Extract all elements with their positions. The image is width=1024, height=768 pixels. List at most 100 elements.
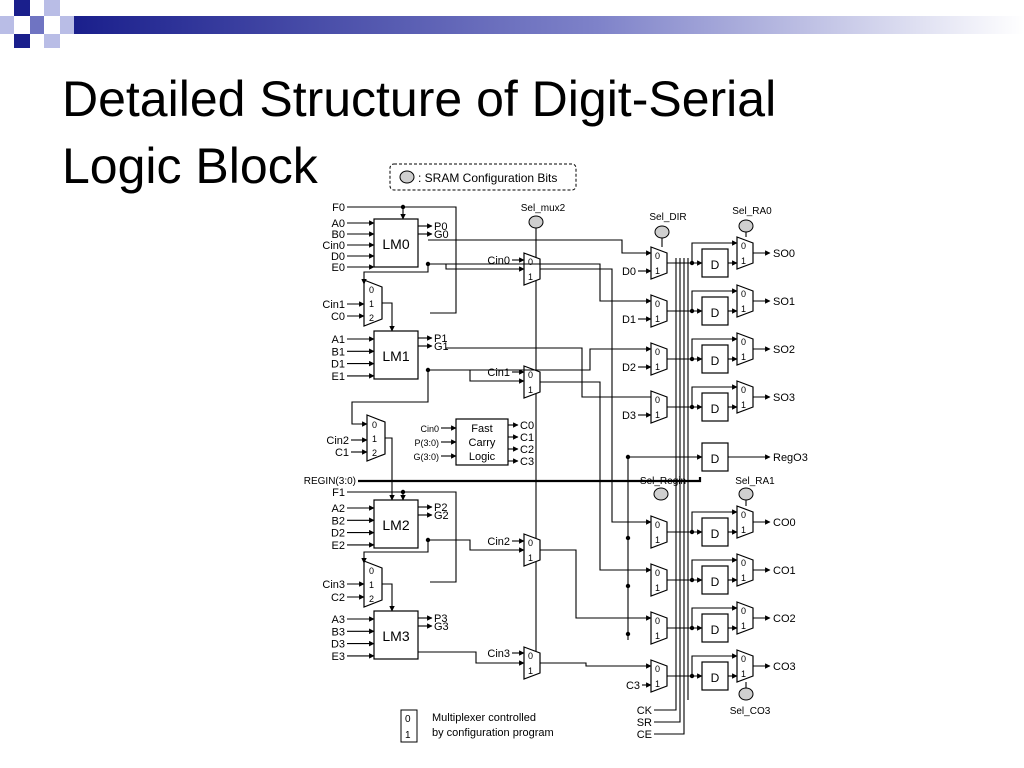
lm0b-to-dir1 — [446, 263, 652, 304]
f1-input: F1 — [332, 487, 345, 499]
dir-mux-2-port-1: 1 — [655, 362, 660, 372]
f0-junction — [400, 204, 406, 210]
reg-output-RegO3: RegO3 — [773, 452, 808, 464]
control-CE: CE — [637, 729, 652, 741]
dir-mux-7-port-1: 1 — [655, 679, 660, 689]
lm1-output-P1: P1 — [434, 333, 447, 345]
sel-ra0-label: Sel_RA0 — [732, 206, 772, 217]
bypass-3 — [691, 384, 738, 407]
logic-module-2-label: LM2 — [382, 517, 409, 533]
decor-square-1 — [14, 0, 30, 16]
register-4-label: D — [711, 527, 720, 541]
dir-mux-5-port-1: 1 — [655, 583, 660, 593]
lm2-to-mux3-3 — [361, 540, 429, 564]
out-mux-1-port-1: 1 — [741, 304, 746, 314]
sram-legend-label: : SRAM Configuration Bits — [418, 171, 557, 185]
sel-dir-label: Sel_DIR — [649, 212, 686, 223]
sel-regin-sram — [653, 487, 669, 501]
out-mux-2-port-1: 1 — [741, 352, 746, 362]
three-input-mux-2-port-2: 2 — [372, 448, 377, 458]
sel-regin-label: Sel_Regin — [640, 476, 686, 487]
out-mux-0 — [736, 236, 754, 270]
serial-output-SO1: SO1 — [773, 296, 795, 308]
lm0-input-E0: E0 — [332, 262, 345, 274]
three-input-mux-3-port-0: 0 — [369, 566, 374, 576]
out-mux-0-port-1: 1 — [741, 256, 746, 266]
decor-gradient-bar — [74, 16, 1024, 34]
out-mux-4 — [736, 505, 754, 539]
three-input-mux-3-port-2: 2 — [369, 594, 374, 604]
logic-module-3-label: LM3 — [382, 628, 409, 644]
lm3-output-P3: P3 — [434, 613, 447, 625]
out-mux-5-port-1: 1 — [741, 573, 746, 583]
regin-bus — [358, 477, 702, 483]
legend-mux-in0: 0 — [405, 714, 411, 725]
bypass-2 — [691, 336, 738, 359]
serial-output-SO3: SO3 — [773, 392, 795, 404]
lm0-output-G0: G0 — [434, 229, 449, 241]
bypass-1 — [691, 288, 738, 311]
slide-title-line-2: Logic Block — [62, 138, 318, 194]
bypass-5 — [691, 557, 738, 580]
slide-decoration — [0, 0, 1024, 48]
dir-mux-6-port-0: 0 — [655, 616, 660, 626]
three-input-mux-1-port-0: 0 — [369, 285, 374, 295]
lm0-output-P0: P0 — [434, 221, 447, 233]
sel-co3-sram — [738, 687, 754, 701]
f0-input: F0 — [332, 202, 345, 214]
lm1-to-dir2 — [470, 346, 652, 371]
carry-mux-1-port-0: 0 — [528, 370, 533, 380]
carry-output-CO0: CO0 — [773, 517, 796, 529]
carry-mux-3-port-0: 0 — [528, 651, 533, 661]
sram-legend-box — [389, 163, 577, 191]
mux3-3-out — [382, 583, 395, 612]
three-input-mux-3-port-1: 1 — [369, 580, 374, 590]
lm-to-dir3 — [445, 347, 651, 398]
lm0-to-dir0 — [428, 239, 652, 256]
out-mux-2-port-0: 0 — [741, 337, 746, 347]
lm0-input-A0: A0 — [332, 218, 345, 230]
legend-mux-in1: 1 — [405, 730, 411, 741]
decor-square-7 — [44, 34, 60, 48]
out-mux-5 — [736, 553, 754, 587]
dir-mux-3-port-0: 0 — [655, 395, 660, 405]
control-CK: CK — [637, 705, 653, 717]
out-mux-3-port-0: 0 — [741, 385, 746, 395]
logic-module-0-label: LM0 — [382, 236, 409, 252]
register-3-label: D — [711, 402, 720, 416]
legend-mux-label-1: Multiplexer controlled — [432, 712, 536, 724]
slide-title: Detailed Structure of Digit-Serial Logic… — [62, 66, 942, 200]
legend-mux-label-2: by configuration program — [432, 727, 554, 739]
out-mux-0-port-0: 0 — [741, 241, 746, 251]
carry-mux-3-port-1: 1 — [528, 666, 533, 676]
lm1-input-E1: E1 — [332, 371, 345, 383]
bypass-junction-3 — [689, 404, 695, 410]
bypass-junction-5 — [689, 577, 695, 583]
carry-mux-2-port-1: 1 — [528, 553, 533, 563]
lm0-input-B0: B0 — [332, 229, 345, 241]
register-0-label: D — [711, 258, 720, 272]
lm3-input-B3: B3 — [332, 626, 345, 638]
dir-mux-6-port-1: 1 — [655, 631, 660, 641]
cmux2-route — [540, 549, 652, 621]
out-mux-2 — [736, 332, 754, 366]
decor-square-4 — [30, 16, 44, 34]
fast-carry-label-1: Fast — [471, 423, 492, 435]
lm2-to-cmux2 — [428, 539, 525, 553]
fast-carry-label-2: Carry — [469, 437, 496, 449]
register-5-label: D — [711, 575, 720, 589]
fast-carry-output-C3: C3 — [520, 456, 534, 468]
decor-square-5 — [60, 16, 74, 34]
bypass-junction-4 — [689, 529, 695, 535]
lm1-input-A1: A1 — [332, 334, 345, 346]
register-1 — [701, 296, 729, 326]
sel-ra0-sram — [738, 219, 754, 233]
dir-mux-6 — [650, 611, 668, 645]
dir-input-D3: D3 — [622, 410, 636, 422]
out-mux-6-port-1: 1 — [741, 621, 746, 631]
lm2-out-junction — [425, 537, 431, 543]
dir-mux-5-port-0: 0 — [655, 568, 660, 578]
decor-square-3 — [0, 16, 14, 34]
out-mux-1-port-0: 0 — [741, 289, 746, 299]
carry-mux-1-label: Cin1 — [487, 367, 510, 379]
